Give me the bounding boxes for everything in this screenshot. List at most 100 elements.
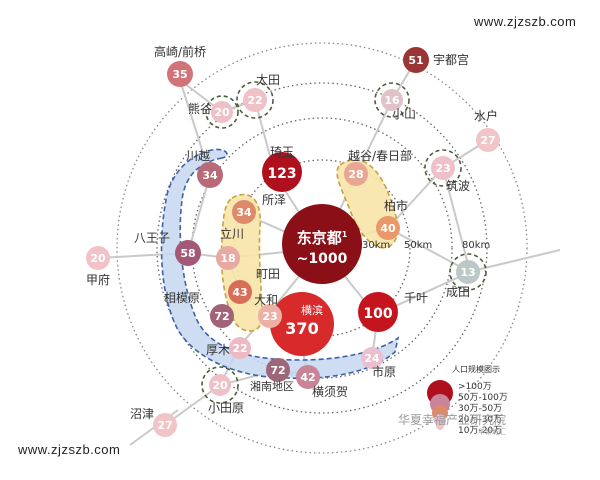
- legend-swatch-4: [434, 414, 446, 426]
- ring-oyama: [374, 82, 410, 118]
- city-values: 370 123 100 51 35 34 34 28 58 20 18 43 2…: [90, 54, 495, 432]
- legend-item-3: 30万-50万: [458, 404, 502, 414]
- city-nodes: [86, 47, 500, 437]
- value-tsukuba: 23: [435, 162, 450, 175]
- label-ota: 太田: [256, 72, 280, 87]
- label-kashiwa: 柏市: [384, 198, 408, 213]
- label-utsunomiya: 宇都宫: [433, 52, 469, 67]
- ring-narita: [449, 253, 487, 291]
- value-yamato: 23: [262, 310, 277, 323]
- value-shonan: 72: [270, 364, 285, 377]
- node-narita: [456, 260, 480, 284]
- node-koshigaya: [344, 162, 368, 186]
- label-atsugi: 厚木: [206, 343, 230, 357]
- label-machida: 町田: [256, 267, 280, 281]
- label-yamato: 大和: [254, 293, 278, 307]
- node-shonan: [266, 358, 290, 382]
- value-numazu: 27: [157, 419, 172, 432]
- distance-rings: [116, 42, 528, 454]
- legend-title: 人口规模图示: [452, 364, 500, 374]
- value-chiba: 100: [363, 306, 392, 322]
- label-tsukuba: 筑波: [446, 178, 470, 193]
- node-takasaki: [167, 61, 193, 87]
- node-tachikawa: [216, 246, 240, 270]
- value-yokosuka: 42: [300, 371, 315, 384]
- label-hachioji: 八王子: [134, 231, 170, 245]
- legend-item-1: >100万: [458, 382, 492, 392]
- value-ota: 22: [247, 94, 262, 107]
- center-node: 东京都1 ~1000: [282, 204, 362, 284]
- value-koshigaya: 28: [348, 168, 363, 181]
- node-kanagawa-big: [270, 292, 334, 356]
- node-yokosuka: [296, 365, 320, 389]
- credit-source: 华新城汇: [478, 427, 506, 436]
- center-circle: [282, 204, 362, 284]
- node-ichihara: [361, 347, 383, 369]
- credit-brand: 华夏幸福产业研究院: [398, 412, 506, 427]
- value-kumagaya: 20: [214, 106, 230, 119]
- label-oyama: 小山: [392, 107, 416, 121]
- node-numazu: [153, 413, 177, 437]
- ring-outer: [116, 42, 528, 454]
- ring-50km: [191, 117, 453, 379]
- ring-odawara: [201, 366, 239, 404]
- label-tokorozawa: 所泽: [262, 193, 286, 207]
- center-value: ~1000: [297, 251, 348, 267]
- label-numazu: 沼津: [130, 407, 154, 421]
- label-odawara: 小田原: [208, 401, 244, 415]
- value-oyama: 16: [384, 94, 400, 107]
- node-sagamihara: [210, 304, 234, 328]
- link: [187, 174, 211, 254]
- label-mito: 水户: [474, 108, 498, 123]
- value-kofu: 20: [90, 252, 106, 265]
- outer-city-rings: [201, 81, 487, 404]
- value-sagamihara: 72: [214, 310, 229, 323]
- city-labels: 横滨 琦玉 千叶 宇都宫 高崎/前桥 川越 所泽 越谷/春日部 八王子 甲府 立…: [86, 44, 498, 421]
- value-hachioji: 58: [180, 247, 195, 260]
- value-narita: 13: [460, 266, 475, 279]
- value-mito: 27: [480, 134, 495, 147]
- node-chiba: [358, 292, 398, 332]
- label-kawagoe: 川越: [186, 149, 210, 163]
- label-ichihara: 市原: [372, 364, 396, 379]
- node-tsukuba: [431, 156, 455, 180]
- value-saitama: 123: [267, 166, 296, 182]
- value-ichihara: 24: [364, 352, 380, 365]
- legend-item-2: 50万-100万: [458, 393, 508, 403]
- node-odawara: [209, 374, 231, 396]
- label-narita: 成田: [446, 285, 470, 299]
- label-kumagaya: 熊谷: [188, 101, 212, 116]
- legend: 人口规模图示 >100万 50万-100万 30万-50万 20万-30万 10…: [427, 364, 508, 436]
- value-machida: 43: [232, 286, 247, 299]
- label-shonan: 湘南地区: [250, 379, 294, 393]
- node-utsunomiya: [403, 47, 429, 73]
- link: [467, 249, 561, 273]
- ring-labels: 30km 50km 80km: [362, 240, 490, 251]
- link: [387, 167, 444, 229]
- value-kanagawa-big: 370: [285, 319, 318, 338]
- node-oyama: [381, 89, 403, 111]
- label-sagamihara: 相模原: [164, 291, 200, 305]
- label-kofu: 甲府: [86, 272, 110, 287]
- value-atsugi: 22: [232, 342, 247, 355]
- node-mito: [476, 128, 500, 152]
- value-takasaki: 35: [172, 68, 187, 81]
- label-koshigaya: 越谷/春日部: [348, 148, 412, 163]
- label-saitama: 琦玉: [270, 145, 294, 159]
- ring-30km: [233, 159, 411, 337]
- ring-ota: [236, 81, 274, 119]
- ring-label-50km: 50km: [404, 240, 432, 251]
- watermark-bottom: www.zjzszb.com: [10, 438, 129, 461]
- credit: 华夏幸福产业研究院 华新城汇: [398, 412, 506, 436]
- ring-tsukuba: [424, 149, 462, 187]
- watermark-top: www.zjzszb.com: [466, 10, 585, 33]
- value-odawara: 20: [212, 379, 228, 392]
- node-hachioji: [175, 240, 201, 266]
- node-atsugi: [229, 337, 251, 359]
- legend-item-4: 20万-30万: [458, 415, 502, 425]
- node-kofu: [86, 246, 110, 270]
- ring-label-30km: 30km: [362, 240, 390, 251]
- label-takasaki: 高崎/前桥: [154, 44, 206, 59]
- node-machida: [228, 280, 252, 304]
